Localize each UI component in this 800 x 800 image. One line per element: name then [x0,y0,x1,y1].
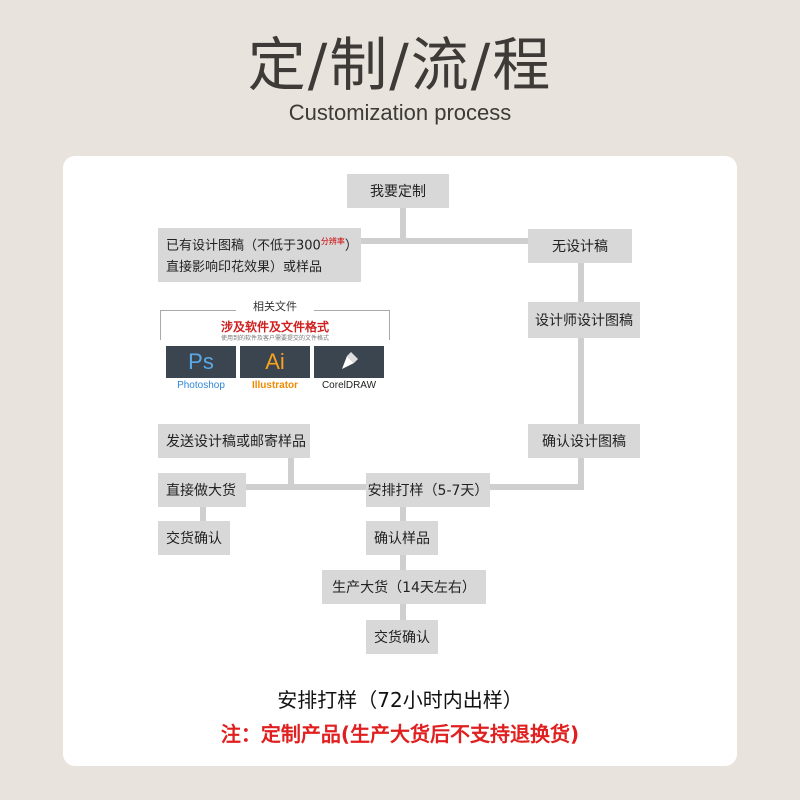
step-arrange-sample: 安排打样（5-7天） [366,473,490,507]
step-start: 我要定制 [347,174,449,208]
files-subline: 使用到的软件及客户需要提交的文件格式 [220,335,329,342]
connector [400,206,406,244]
connector [400,505,406,521]
return-policy-note: 注：定制产品(生产大货后不支持退换货) [220,722,580,746]
illustrator-app: Ai Illustrator [240,346,310,391]
step-deliver-confirm-left: 交货确认 [158,521,230,555]
step-have-design: 已有设计图稿（不低于300分辨率） 直接影响印花效果）或样品 [158,228,361,282]
files-headline: 涉及软件及文件格式 [220,320,329,334]
connector [200,505,206,521]
coreldraw-app: CorelDRAW [314,346,384,391]
connector [360,238,530,244]
step-confirm-sample: 确认样品 [366,521,438,555]
step-no-design: 无设计稿 [528,229,632,263]
step-confirm-drafts: 确认设计图稿 [528,424,640,458]
app-name: Illustrator [251,380,299,391]
step-production: 生产大货（14天左右） [322,570,486,604]
page-subtitle: Customization process [288,100,512,125]
app-name: Photoshop [177,380,225,391]
pen-nib-icon [342,352,358,369]
connector [490,484,584,490]
connector [246,484,368,490]
page-title: 定/制/流/程 [247,31,553,99]
photoshop-app: Ps Photoshop [166,346,236,391]
files-header: 相关文件 [253,300,297,313]
connector [400,553,406,571]
connector [400,603,406,621]
coreldraw-icon [314,346,384,378]
step-direct-bulk: 直接做大货 [158,473,246,507]
connector [578,260,584,490]
software-files-panel: 相关文件 涉及软件及文件格式 使用到的软件及客户需要提交的文件格式 Ps Pho… [160,298,390,398]
photoshop-icon: Ps [166,346,236,378]
sample-note: 安排打样（72小时内出样） [277,688,523,712]
step-send-drafts: 发送设计稿或邮寄样品 [158,424,310,458]
app-name: CorelDRAW [321,380,377,391]
connector [288,456,294,490]
step-deliver-confirm-bottom: 交货确认 [366,620,438,654]
illustrator-icon: Ai [240,346,310,378]
step-designer-drafts: 设计师设计图稿 [528,302,640,338]
